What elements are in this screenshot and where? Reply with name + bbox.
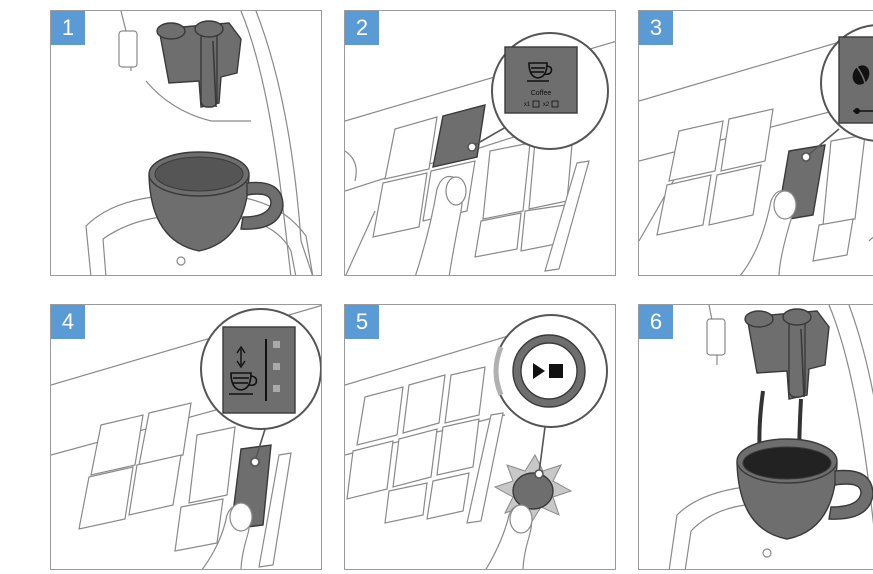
button-slot[interactable] (91, 415, 143, 475)
step-number-badge: 1 (51, 11, 85, 45)
lcd-display (223, 327, 295, 413)
step-2-panel: 2 Coffee x1 x2 (344, 10, 616, 276)
button-slot[interactable] (427, 473, 469, 519)
steam-wand (707, 319, 725, 355)
step-number-badge: 2 (345, 11, 379, 45)
step-5-illustration (345, 305, 616, 570)
step-5-panel: 5 (344, 304, 616, 570)
start-stop-button[interactable] (513, 473, 553, 509)
step-number-badge: 3 (639, 11, 673, 45)
step-number-badge: 6 (639, 305, 673, 339)
coffee-cup (737, 439, 873, 539)
button-slot[interactable] (813, 219, 853, 261)
button-slot[interactable] (823, 135, 865, 225)
step-2-illustration: Coffee x1 x2 (345, 11, 616, 276)
button-slot[interactable] (373, 173, 427, 237)
button-slot[interactable] (721, 109, 773, 171)
step-1-illustration (51, 11, 322, 276)
button-slot[interactable] (139, 403, 191, 465)
lcd-label: Coffee (531, 90, 552, 97)
button-slot[interactable] (403, 375, 445, 433)
lcd-display (505, 47, 577, 113)
lcd-x1: x1 (524, 102, 531, 108)
button-slot[interactable] (129, 455, 181, 515)
button-slot[interactable] (709, 165, 761, 225)
button-slot[interactable] (657, 175, 711, 235)
button-slot[interactable] (475, 213, 521, 257)
step-6-panel: 6 (638, 304, 873, 570)
button-slot[interactable] (189, 427, 235, 503)
coffee-spout (157, 21, 241, 107)
button-slot[interactable] (669, 121, 723, 181)
coffee-cup[interactable] (149, 152, 283, 251)
step-6-illustration (639, 305, 873, 570)
button-slot[interactable] (385, 483, 427, 523)
step-4-panel: 4 (50, 304, 322, 570)
button-slot[interactable] (79, 467, 133, 529)
step-3-illustration (639, 11, 873, 276)
step-number-badge: 4 (51, 305, 85, 339)
step-number-badge: 5 (345, 305, 379, 339)
button-slot[interactable] (347, 441, 393, 499)
coffee-spout (745, 309, 829, 399)
button-slot[interactable] (445, 367, 485, 423)
button-slot[interactable] (437, 419, 479, 475)
step-4-illustration (51, 305, 322, 570)
lcd-x2: x2 (543, 102, 550, 108)
step-1-panel: 1 (50, 10, 322, 276)
step-3-panel: 3 (638, 10, 873, 276)
coffee-button[interactable] (433, 105, 485, 167)
button-slot[interactable] (357, 387, 403, 445)
steam-wand (119, 31, 137, 67)
button-slot[interactable] (393, 429, 437, 487)
button-slot[interactable] (483, 143, 530, 219)
button-slot[interactable] (175, 499, 223, 551)
button-slot[interactable] (385, 117, 437, 179)
